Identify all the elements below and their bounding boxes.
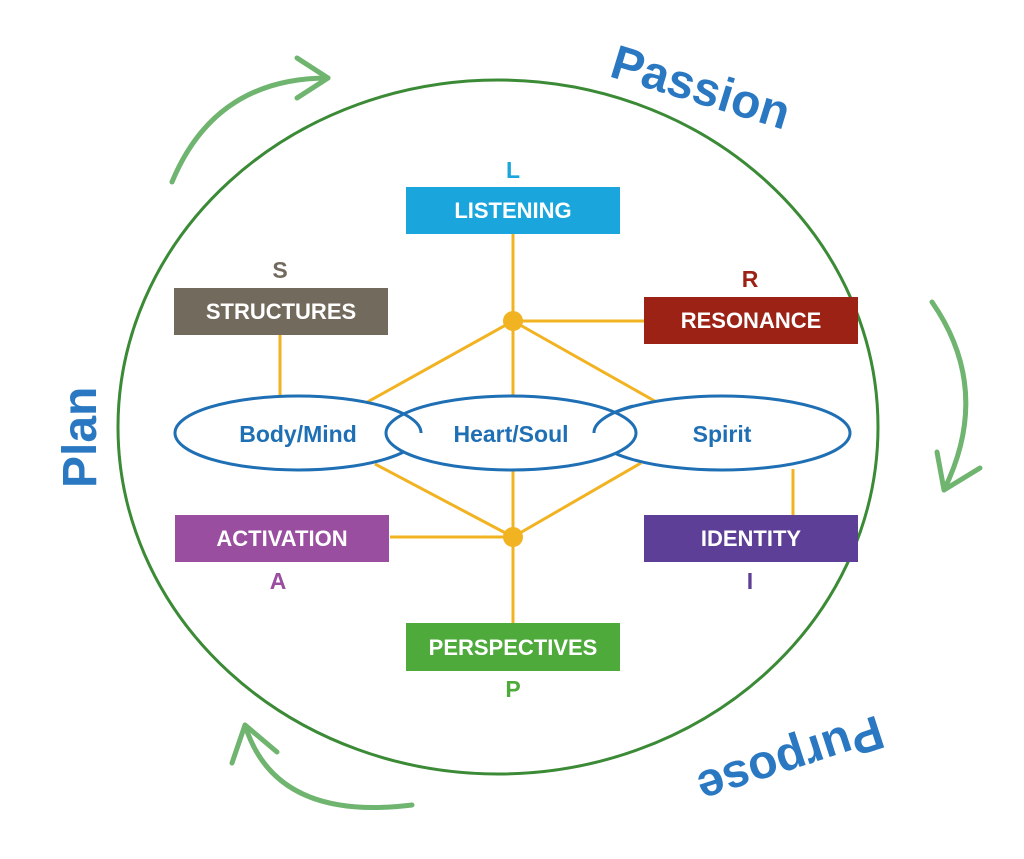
outer-circle bbox=[116, 78, 880, 776]
cycle-arrow-bottom-left bbox=[242, 722, 415, 811]
spirit-label: Spirit bbox=[693, 421, 752, 447]
plan-label: Plan bbox=[54, 387, 107, 488]
passion-label: Passion bbox=[605, 36, 797, 141]
listening-label: LISTENING bbox=[454, 198, 571, 223]
resonance-box bbox=[644, 297, 858, 344]
body-mind-label: Body/Mind bbox=[239, 421, 357, 447]
listening-box bbox=[406, 187, 620, 234]
identity-box bbox=[644, 515, 858, 562]
activation-box bbox=[175, 515, 389, 562]
perspectives-label: PERSPECTIVES bbox=[429, 635, 598, 660]
identity-letter: I bbox=[747, 568, 753, 594]
listening-letter: L bbox=[506, 157, 520, 183]
perspectives-box bbox=[406, 623, 620, 671]
cycle-arrow-right bbox=[929, 299, 969, 493]
cycle-arrow-bottom-left-head bbox=[229, 722, 280, 766]
upper-junction-dot bbox=[503, 311, 523, 331]
activation-letter: A bbox=[270, 568, 287, 594]
resonance-label: RESONANCE bbox=[681, 308, 822, 333]
connector-lines bbox=[278, 234, 795, 623]
purpose-label: Purpose bbox=[691, 705, 890, 815]
heart-soul-oval bbox=[384, 394, 638, 472]
structures-label: STRUCTURES bbox=[206, 299, 356, 324]
cycle-arrow-right-head bbox=[934, 449, 983, 493]
spirit-oval-overlap bbox=[592, 404, 634, 434]
identity-label: IDENTITY bbox=[701, 526, 802, 551]
structures-letter: S bbox=[272, 257, 287, 283]
body-mind-oval-overlap bbox=[385, 405, 423, 434]
cycle-arrow-top-left-head bbox=[294, 55, 331, 101]
heart-soul-label: Heart/Soul bbox=[453, 421, 568, 447]
structures-box bbox=[174, 288, 388, 335]
cycle-arrow-top-left bbox=[169, 75, 331, 185]
perspectives-letter: P bbox=[505, 676, 520, 702]
activation-label: ACTIVATION bbox=[216, 526, 347, 551]
resonance-letter: R bbox=[742, 266, 759, 292]
lower-junction-dot bbox=[503, 527, 523, 547]
